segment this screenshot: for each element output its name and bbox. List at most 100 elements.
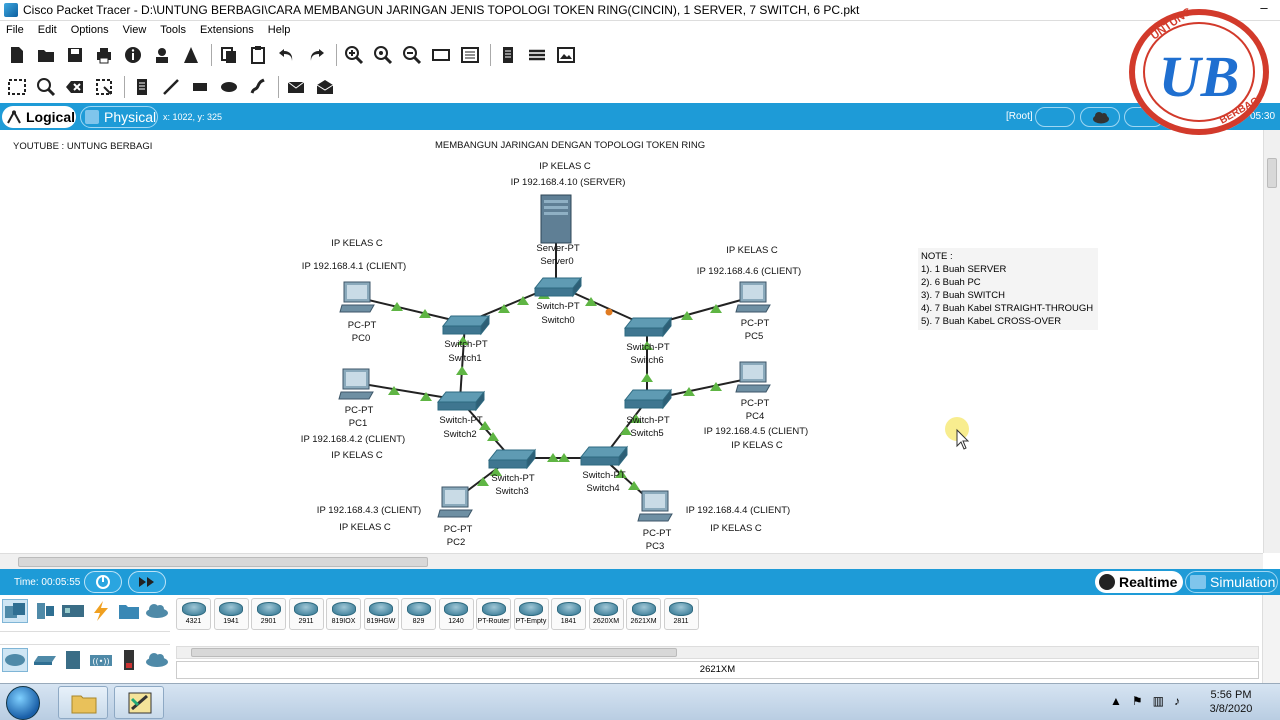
subcategory-wan-emulation[interactable]: [144, 648, 170, 672]
paste-icon[interactable]: [245, 42, 271, 68]
switch1-device[interactable]: [441, 314, 491, 336]
device-item[interactable]: 2621XM: [626, 598, 661, 630]
back-button[interactable]: [1035, 107, 1075, 127]
pc4-device[interactable]: [735, 361, 771, 393]
device-item[interactable]: 829: [401, 598, 436, 630]
category-network-devices[interactable]: [2, 599, 28, 623]
save-icon[interactable]: [62, 42, 88, 68]
pc5-device[interactable]: [735, 281, 771, 313]
device-item[interactable]: 1841: [551, 598, 586, 630]
pdu-list-icon[interactable]: [495, 42, 521, 68]
taskbar-explorer[interactable]: [58, 686, 108, 719]
device-item[interactable]: 819IOX: [326, 598, 361, 630]
switch5-device[interactable]: [623, 388, 673, 410]
device-item[interactable]: 2811: [663, 598, 699, 630]
cluster-icon[interactable]: [524, 42, 550, 68]
tray-flag-icon[interactable]: ⚑: [1131, 694, 1153, 708]
minimize-button[interactable]: –: [1260, 0, 1268, 15]
category-end-devices[interactable]: [32, 599, 58, 623]
pdu-panel-scrollbar[interactable]: [1262, 595, 1280, 683]
activity-wizard-icon[interactable]: [178, 42, 204, 68]
draw-rectangle-icon[interactable]: [187, 74, 213, 100]
tray-expand-icon[interactable]: ▲: [1110, 694, 1132, 708]
switch4-device[interactable]: [579, 445, 629, 467]
switch6-device[interactable]: [623, 316, 673, 338]
switch0-device[interactable]: [533, 276, 583, 298]
switch2-device[interactable]: [436, 390, 486, 412]
pc1-device[interactable]: [338, 368, 374, 400]
tray-volume-icon[interactable]: ♪: [1174, 694, 1190, 708]
tab-simulation[interactable]: Simulation: [1185, 571, 1278, 593]
screenshot-icon[interactable]: [553, 42, 579, 68]
undo-icon[interactable]: [274, 42, 300, 68]
add-simple-pdu-icon[interactable]: [283, 74, 309, 100]
device-item[interactable]: 1240: [438, 598, 474, 630]
tray-clock[interactable]: 5:56 PM 3/8/2020: [1208, 688, 1254, 716]
device-item[interactable]: PT-Empty: [513, 598, 549, 630]
subcategory-security[interactable]: [116, 648, 142, 672]
redo-icon[interactable]: [303, 42, 329, 68]
subcategory-wireless[interactable]: ((•)): [88, 648, 114, 672]
menu-help[interactable]: Help: [267, 24, 291, 36]
subcategory-hubs[interactable]: [60, 648, 86, 672]
pc3-device[interactable]: [637, 490, 673, 522]
device-item[interactable]: 819HGW: [363, 598, 399, 630]
category-components[interactable]: [60, 599, 86, 623]
custom-device-icon[interactable]: [457, 42, 483, 68]
tray-network-icon[interactable]: ▥: [1152, 694, 1174, 708]
start-button[interactable]: [6, 686, 40, 720]
tab-realtime[interactable]: Realtime: [1095, 571, 1183, 593]
menu-file[interactable]: File: [6, 24, 24, 36]
pc0-device[interactable]: [339, 281, 375, 313]
device-item[interactable]: PT-Router: [476, 598, 511, 630]
category-connections[interactable]: [88, 599, 114, 623]
copy-icon[interactable]: [216, 42, 242, 68]
topology-canvas[interactable]: YOUTUBE : UNTUNG BERBAGI MEMBANGUN JARIN…: [0, 130, 1263, 553]
select-tool-icon[interactable]: [4, 74, 30, 100]
canvas-vertical-scrollbar[interactable]: [1263, 130, 1280, 553]
device-item[interactable]: 4321: [176, 598, 211, 630]
resize-shape-icon[interactable]: [91, 74, 117, 100]
device-item[interactable]: 1941: [213, 598, 249, 630]
scrollbar-thumb[interactable]: [18, 557, 428, 567]
add-complex-pdu-icon[interactable]: [312, 74, 338, 100]
menu-extensions[interactable]: Extensions: [199, 24, 254, 36]
power-cycle-button[interactable]: [84, 571, 122, 593]
subcategory-switches[interactable]: [32, 648, 58, 672]
cluster-button[interactable]: [1080, 107, 1120, 127]
switch3-device[interactable]: [487, 448, 537, 470]
device-list-scrollbar[interactable]: [176, 646, 1259, 659]
device-item[interactable]: 2620XM: [588, 598, 624, 630]
note-box[interactable]: NOTE : 1). 1 Buah SERVER 2). 6 Buah PC 3…: [918, 248, 1098, 330]
device-item[interactable]: 2901: [251, 598, 286, 630]
drawing-palette-icon[interactable]: [428, 42, 454, 68]
pc2-device[interactable]: [437, 486, 473, 518]
print-icon[interactable]: [91, 42, 117, 68]
inspect-icon[interactable]: [33, 74, 59, 100]
root-breadcrumb[interactable]: [Root]: [1006, 111, 1033, 122]
open-folder-icon[interactable]: [33, 42, 59, 68]
menu-view[interactable]: View: [122, 24, 147, 36]
tab-logical[interactable]: Logical: [2, 106, 76, 128]
network-info-icon[interactable]: [149, 42, 175, 68]
menu-edit[interactable]: Edit: [37, 24, 57, 36]
link-switch1-switch2[interactable]: [459, 322, 466, 401]
link-pc0-switch1[interactable]: [359, 297, 466, 324]
scrollbar-thumb[interactable]: [1267, 158, 1277, 188]
taskbar-packet-tracer[interactable]: [114, 686, 164, 719]
draw-ellipse-icon[interactable]: [216, 74, 242, 100]
subcategory-routers[interactable]: [2, 648, 28, 672]
info-icon[interactable]: [120, 42, 146, 68]
fast-forward-button[interactable]: [128, 571, 166, 593]
new-file-icon[interactable]: [4, 42, 30, 68]
category-miscellaneous[interactable]: [116, 599, 142, 623]
zoom-reset-icon[interactable]: [370, 42, 396, 68]
menu-options[interactable]: Options: [70, 24, 109, 36]
zoom-in-icon[interactable]: [341, 42, 367, 68]
tab-physical[interactable]: Physical: [80, 106, 158, 128]
device-item[interactable]: 2911: [288, 598, 324, 630]
menu-tools[interactable]: Tools: [160, 24, 186, 36]
draw-line-icon[interactable]: [158, 74, 184, 100]
zoom-out-icon[interactable]: [399, 42, 425, 68]
canvas-horizontal-scrollbar[interactable]: [0, 553, 1263, 569]
